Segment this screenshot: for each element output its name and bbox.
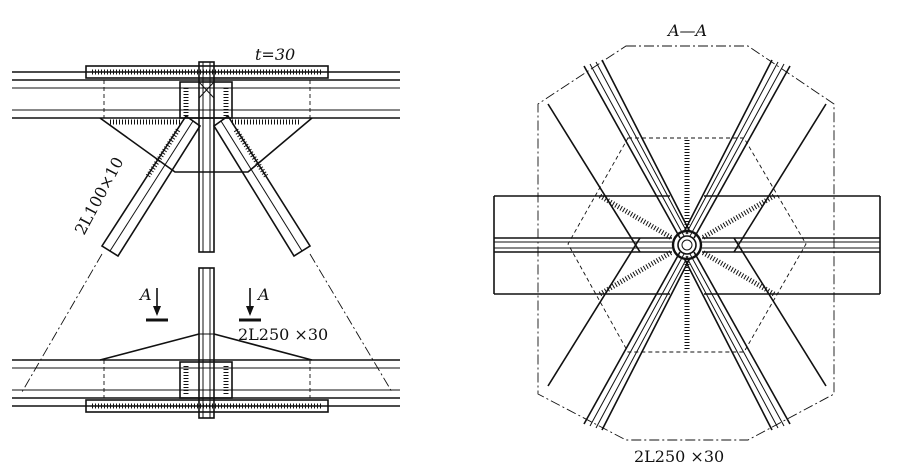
section-outline: [537, 45, 835, 441]
left-diagonal-brace: [100, 114, 202, 258]
chord-angle-label-right: 2L250 ×30: [634, 447, 724, 466]
extension-lines: [21, 253, 393, 393]
section-marker-right: [239, 288, 261, 322]
brace-angle-label: 2L100×10: [71, 154, 128, 238]
central-tube: [198, 61, 215, 419]
horizontal-chords: [493, 195, 881, 295]
bottom-cover-plate: [85, 399, 329, 413]
top-cover-plate: [85, 65, 329, 79]
elevation-view: t=30 2L100×10 A A 2L250 ×30: [12, 45, 400, 419]
chord-angle-label-left: 2L250 ×30: [238, 325, 328, 344]
radial-stiffeners: [598, 140, 776, 350]
right-diagonal-brace: [212, 114, 312, 258]
diagonal-members: [547, 59, 827, 431]
section-title: A—A: [666, 21, 707, 40]
section-marker-left-label: A: [138, 285, 152, 304]
section-view: A—A: [493, 21, 881, 466]
section-marker-left: [146, 288, 168, 322]
bottom-gusset-plate: [99, 333, 313, 399]
top-gusset-plate: [99, 80, 313, 173]
center-tube: [671, 229, 703, 261]
top-chord: [12, 71, 400, 119]
plate-thickness-label: t=30: [255, 45, 295, 64]
bottom-chord: [12, 359, 400, 407]
section-marker-right-label: A: [256, 285, 270, 304]
